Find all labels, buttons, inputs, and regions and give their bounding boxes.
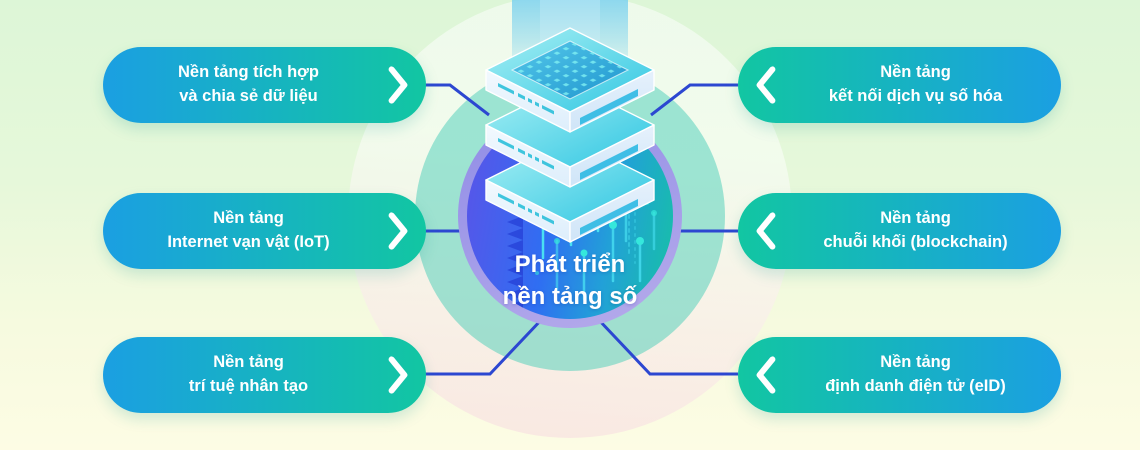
chevron-left-icon — [738, 63, 794, 107]
connector-bottom-left — [402, 316, 545, 376]
center-title-line2: nền tảng số — [502, 282, 638, 310]
center-title: Phát triển nền tảng số — [467, 249, 673, 312]
chevron-right-icon — [370, 63, 426, 107]
chevron-left-icon — [738, 353, 794, 397]
connector-bottom-right — [595, 316, 738, 376]
server-chip-face — [510, 40, 630, 100]
chevron-right-icon — [370, 353, 426, 397]
server-stack-icon — [485, 0, 655, 243]
connector-top-right — [650, 83, 738, 117]
center-title-line1: Phát triển — [514, 251, 626, 278]
chevron-left-icon — [738, 209, 794, 253]
chevron-right-icon — [370, 209, 426, 253]
